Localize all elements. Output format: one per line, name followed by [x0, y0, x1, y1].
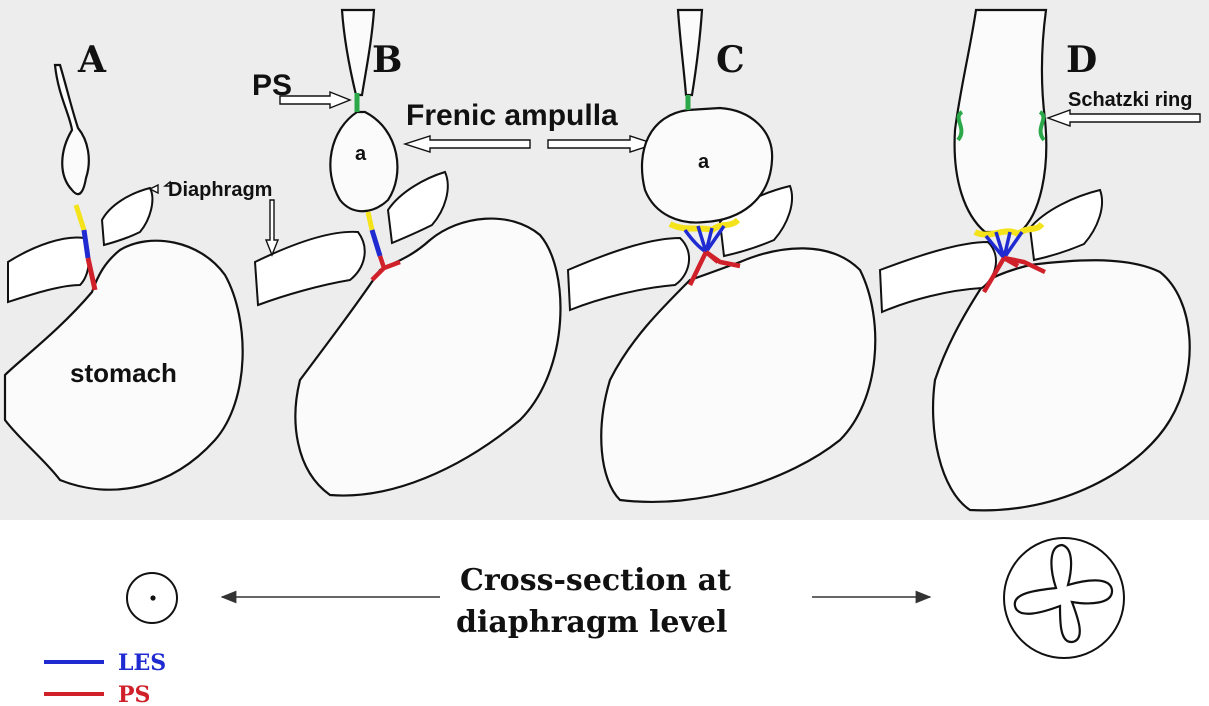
- legend-les-label: LES: [118, 650, 166, 676]
- panel-b-ampulla-label: a: [355, 143, 367, 165]
- caption-line-1: Cross-section at: [460, 563, 731, 598]
- panel-c-ampulla-label: a: [698, 151, 710, 173]
- schatzki-ring-callout: Schatzki ring: [1048, 89, 1200, 126]
- frenic-ampulla-label: Frenic ampulla: [406, 99, 618, 132]
- stomach-label: stomach: [70, 358, 177, 388]
- diaphragm-label: Diaphragm: [168, 179, 272, 201]
- legend-ps-label: PS: [118, 682, 150, 706]
- frenic-ampulla-callout: Frenic ampulla: [405, 99, 655, 152]
- cross-section-normal: [127, 573, 177, 623]
- cross-section-open: [1004, 538, 1124, 658]
- panel-d-letter: D: [1066, 39, 1097, 81]
- panel-b-letter: B: [372, 39, 402, 81]
- schatzki-ring-label: Schatzki ring: [1068, 89, 1192, 111]
- panel-c-letter: C: [716, 39, 745, 81]
- panel-a-letter: A: [77, 39, 107, 81]
- cross-section-normal-lumen: [150, 595, 155, 600]
- caption-line-2: diaphragm level: [456, 605, 727, 640]
